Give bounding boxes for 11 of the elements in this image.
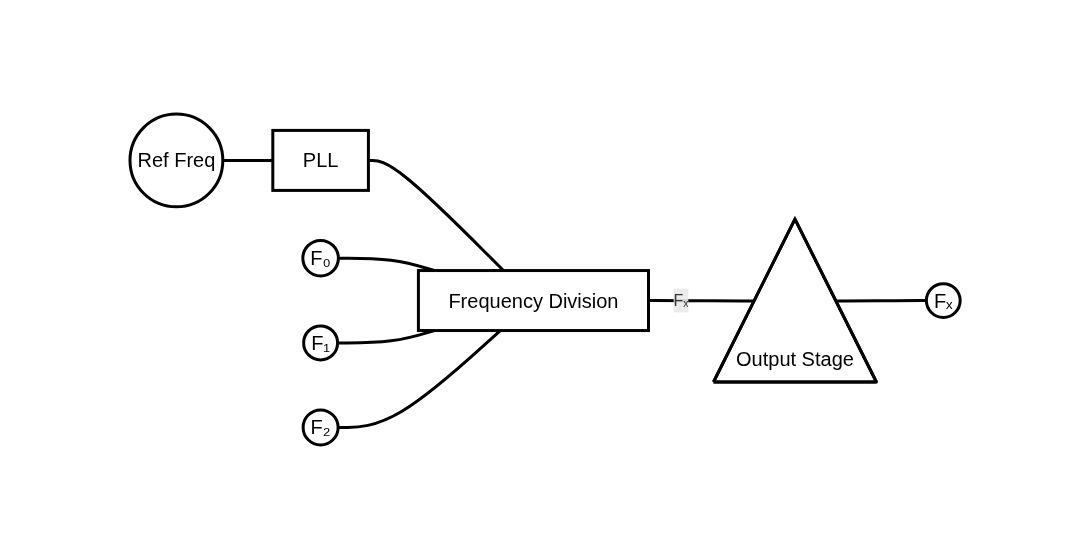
node-circle: Ref Freq: [128, 112, 225, 208]
node-circle: Fₓ: [924, 281, 962, 319]
edge-label: Fₓ: [673, 291, 689, 309]
connector: [836, 298, 927, 303]
node-circle: F₁: [302, 324, 339, 361]
connector: [648, 298, 755, 303]
connector: [222, 158, 273, 162]
node-circle: F₀: [301, 238, 340, 277]
node-circle: F₂: [301, 407, 340, 446]
node-box: PLL: [271, 128, 370, 192]
node-box: Frequency Division: [416, 268, 650, 332]
